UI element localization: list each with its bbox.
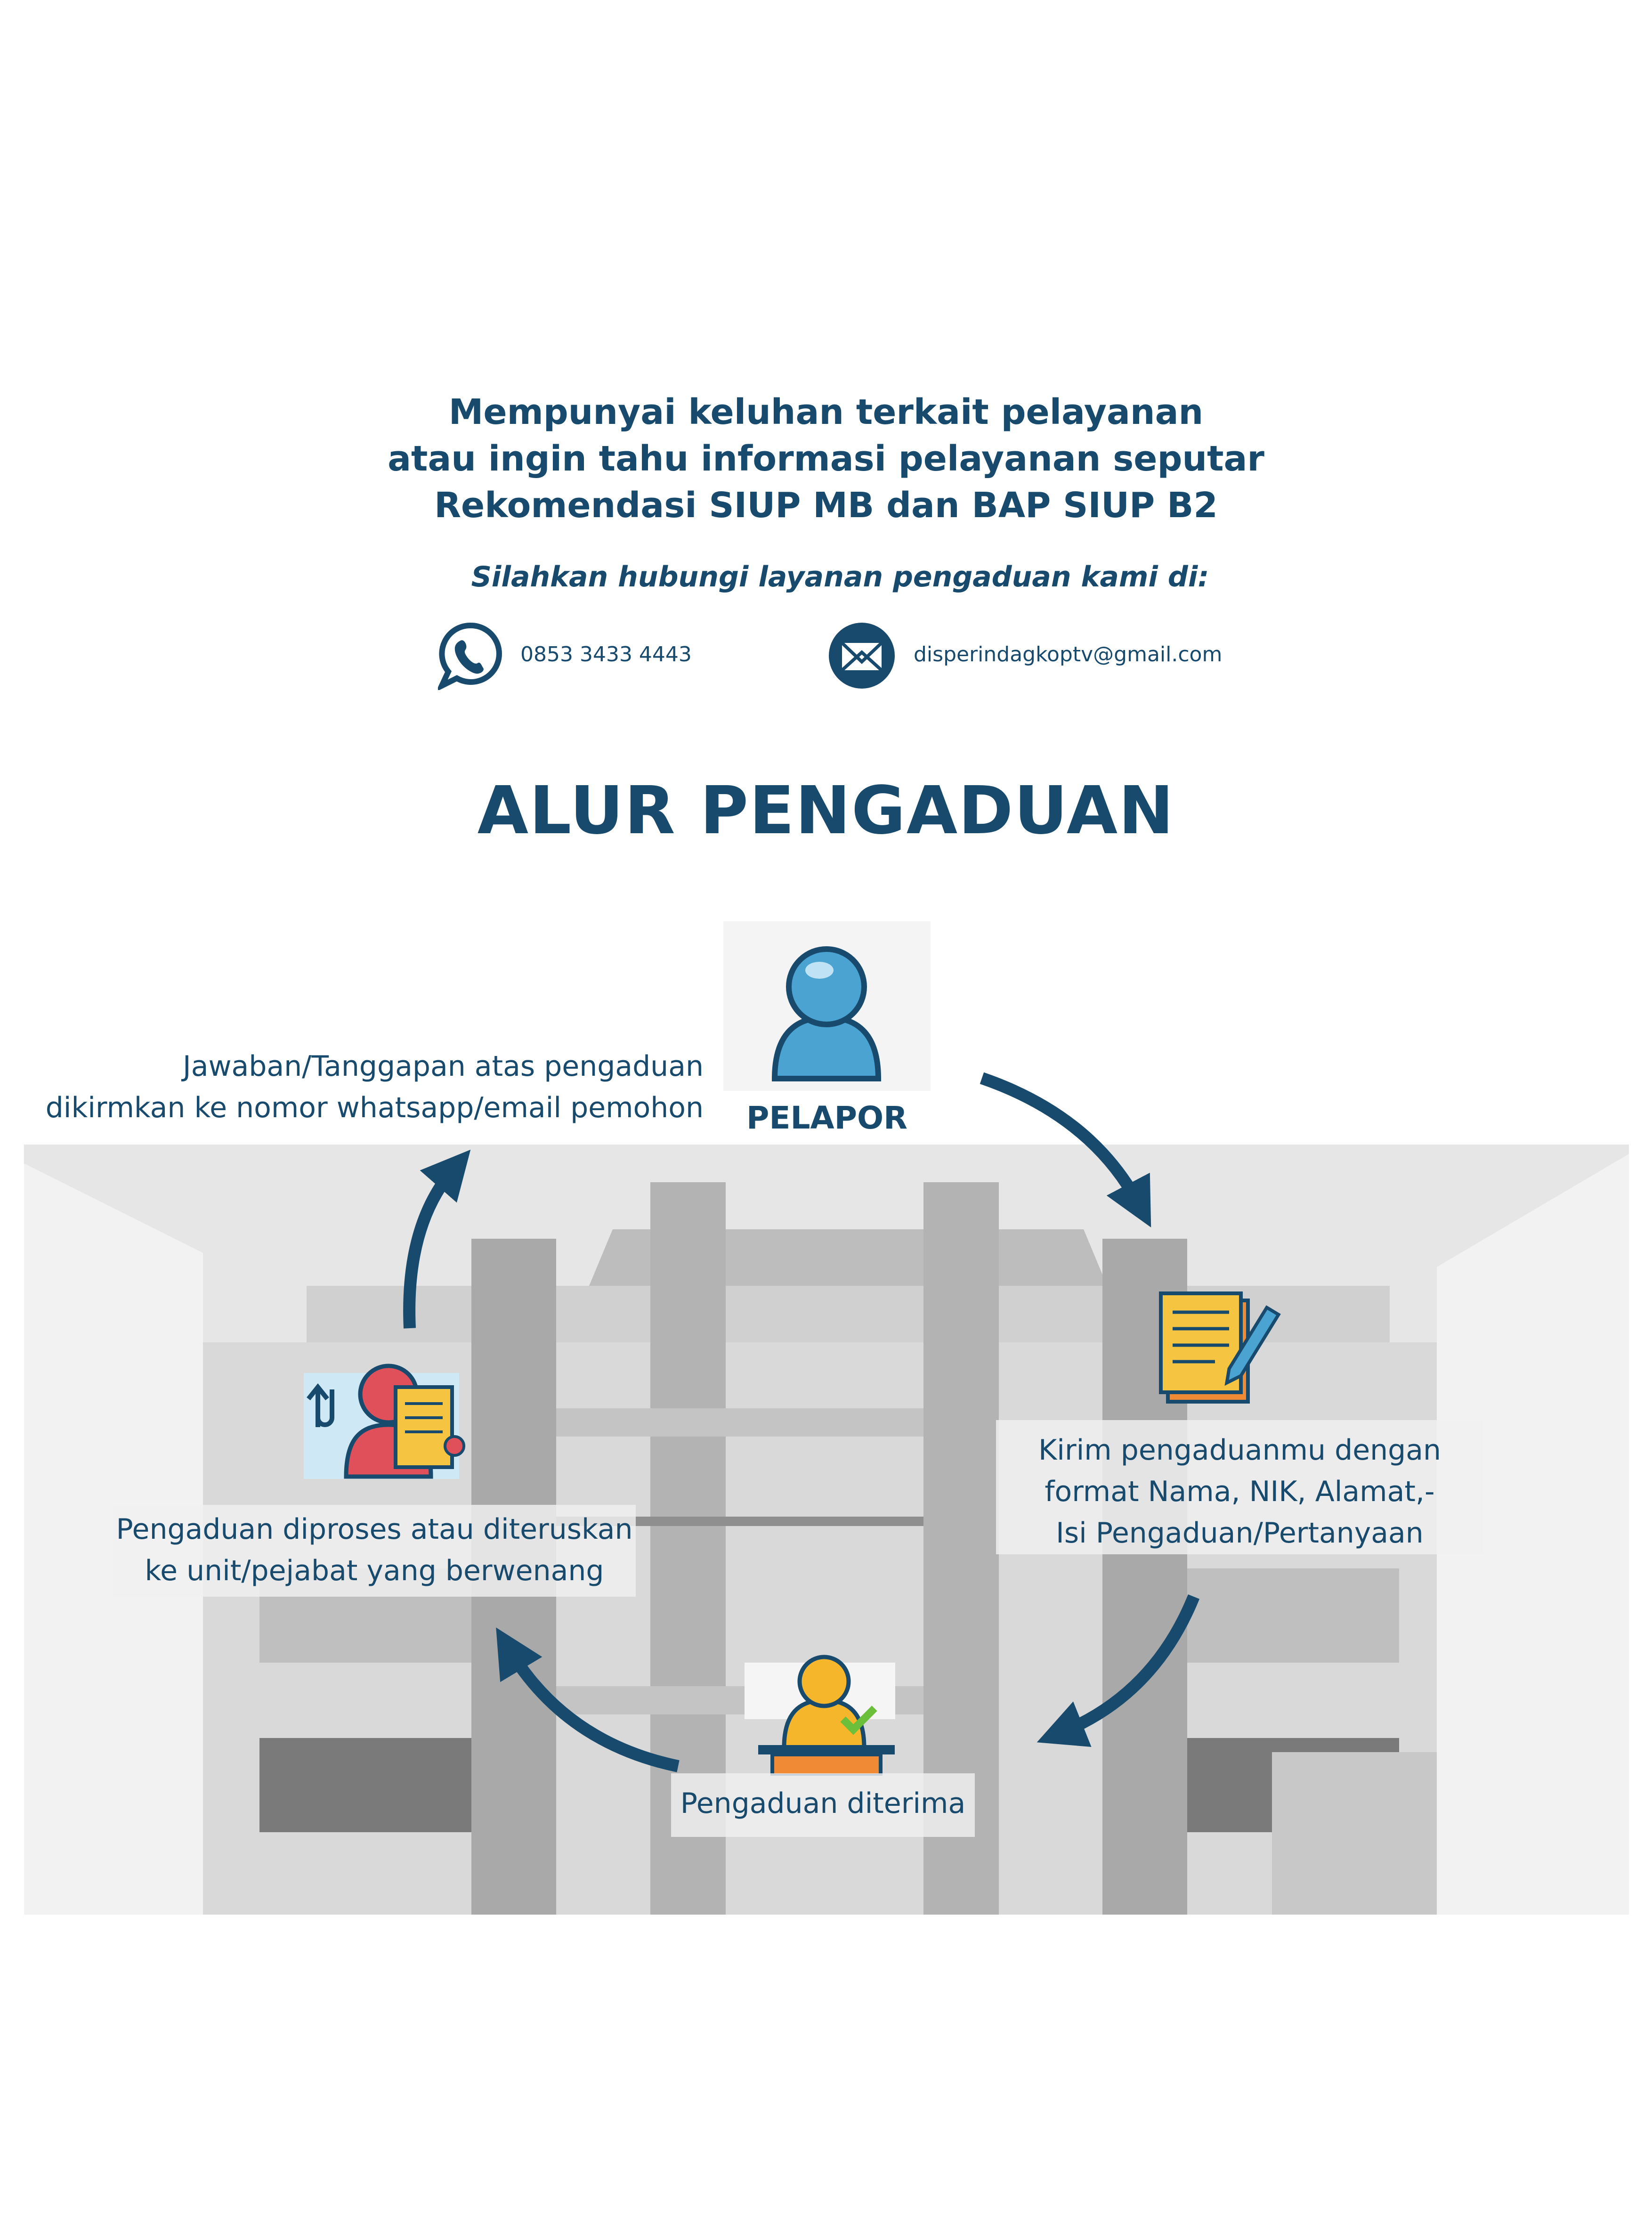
flow-title: ALUR PENGADUAN xyxy=(477,772,1175,849)
envelope-icon xyxy=(829,623,895,689)
building-photo xyxy=(24,1145,1629,1915)
step-send-line: Kirim pengaduanmu dengan xyxy=(1038,1434,1441,1467)
forward-document-icon xyxy=(307,1364,465,1479)
step-reply-line: dikirmkan ke nomor whatsapp/email pemoho… xyxy=(45,1091,704,1124)
step-processed-line: Pengaduan diproses atau diteruskan xyxy=(116,1513,633,1546)
step-reply-text: Jawaban/Tanggapan atas pengaduan dikirmk… xyxy=(46,1046,704,1129)
person-desk-check-icon xyxy=(758,1655,895,1776)
arrow-to-send xyxy=(980,1072,1151,1228)
header-line-1: Mempunyai keluhan terkait pelayanan xyxy=(448,392,1204,432)
step-processed-box: Pengaduan diproses atau diteruskan ke un… xyxy=(113,1505,636,1597)
step-reply-line: Jawaban/Tanggapan atas pengaduan xyxy=(183,1050,704,1083)
step-processed-line: ke unit/pejabat yang berwenang xyxy=(145,1554,604,1587)
whatsapp-icon xyxy=(438,622,502,690)
step-send-line: Isi Pengaduan/Pertanyaan xyxy=(1056,1517,1424,1550)
document-pencil-icon xyxy=(1159,1291,1281,1404)
arrow-to-received xyxy=(1037,1594,1200,1747)
reporter-label: PELAPOR xyxy=(746,1100,907,1136)
step-send-box: Kirim pengaduanmu dengan format Nama, NI… xyxy=(996,1420,1483,1554)
person-icon xyxy=(771,946,882,1081)
contact-subtitle: Silahkan hubungi layanan pengaduan kami … xyxy=(471,560,1209,593)
step-send-line: format Nama, NIK, Alamat,- xyxy=(1045,1475,1435,1508)
header-line-2: atau ingin tahu informasi pelayanan sepu… xyxy=(388,439,1264,479)
phone-number[interactable]: 0853 3433 4443 xyxy=(520,642,692,666)
email-address[interactable]: disperindagkoptv@gmail.com xyxy=(914,642,1223,666)
step-received-box: Pengaduan diterima xyxy=(671,1773,975,1837)
arrow-to-processed xyxy=(496,1627,680,1772)
arrow-to-reply xyxy=(403,1149,471,1329)
step-received-line: Pengaduan diterima xyxy=(680,1787,966,1820)
header-text: Mempunyai keluhan terkait pelayanan atau… xyxy=(0,389,1652,529)
header-line-3: Rekomendasi SIUP MB dan BAP SIUP B2 xyxy=(434,485,1218,526)
